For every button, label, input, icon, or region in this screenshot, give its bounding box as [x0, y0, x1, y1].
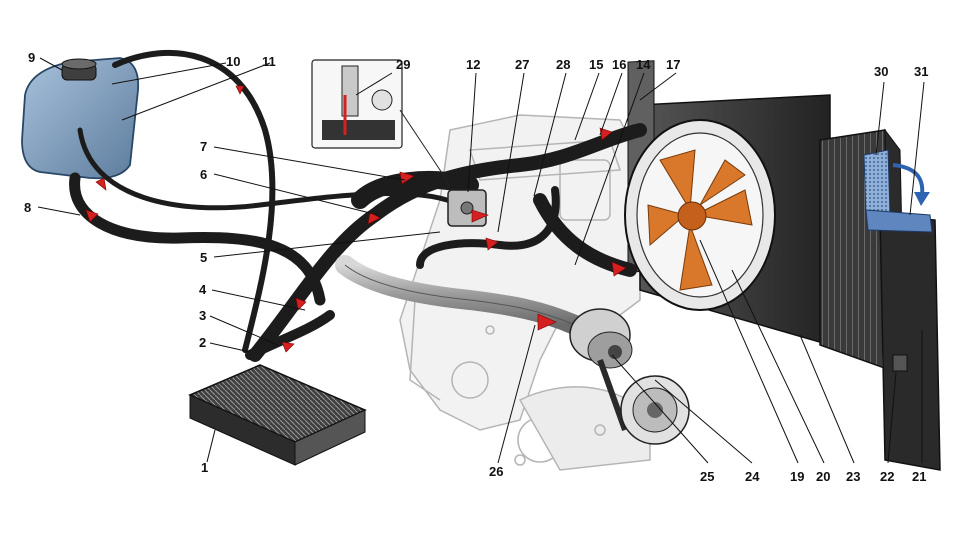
callout-6: 6: [200, 167, 207, 182]
callout-15: 15: [589, 57, 603, 72]
curved-blue-arrow-head-icon: [914, 192, 930, 206]
callout-7: 7: [200, 139, 207, 154]
callout-11: 11: [262, 54, 276, 69]
expansion-reservoir: [21, 57, 140, 180]
red-flow-arrow-icon: [471, 209, 489, 223]
heater-core: [188, 364, 367, 466]
callout-29: 29: [396, 57, 410, 72]
callout-2: 2: [199, 335, 206, 350]
red-flow-arrow-icon: [295, 297, 307, 311]
hoses: [69, 49, 647, 362]
callouts: 1 2 3 4 5 6 7 8 9 10 11 12 27 28 15 16 1…: [24, 50, 928, 484]
callout-20: 20: [816, 469, 830, 484]
callout-9: 9: [28, 50, 35, 65]
callout-17: 17: [666, 57, 680, 72]
curved-blue-arrow-icon: [892, 163, 925, 196]
radiator-side-tank: [879, 214, 941, 471]
red-flow-arrow-icon: [281, 341, 295, 353]
red-flow-arrow-icon: [95, 177, 107, 191]
callout-14: 14: [636, 57, 651, 72]
red-flow-arrow-icon: [367, 211, 381, 225]
drain-plug: [892, 354, 908, 372]
red-flow-arrow-icon: [611, 261, 627, 277]
callout-22: 22: [880, 469, 894, 484]
callout-21: 21: [912, 469, 926, 484]
red-flow-arrow-icon: [599, 127, 613, 141]
callout-12: 12: [466, 57, 480, 72]
thermostat-housing-hose: [351, 171, 479, 209]
fan-blades: [647, 149, 753, 291]
red-flow-arrow-icon: [485, 237, 499, 251]
flow-arrows: [85, 85, 627, 353]
callout-25: 25: [700, 469, 714, 484]
callout-27: 27: [515, 57, 529, 72]
inset-detail: [311, 59, 451, 186]
fan-hub: [677, 201, 707, 231]
red-flow-arrow-icon: [85, 209, 99, 223]
radiator-fin-detail: [863, 149, 933, 233]
hose-reservoir-vent: [112, 49, 276, 353]
water-pump: [569, 308, 633, 369]
callout-4: 4: [199, 282, 207, 297]
fan-assembly: [624, 119, 776, 311]
callout-31: 31: [914, 64, 928, 79]
callout-5: 5: [200, 250, 207, 265]
callout-1: 1: [201, 460, 208, 475]
callout-16: 16: [612, 57, 626, 72]
hose-heater-return: [245, 310, 335, 360]
red-flow-arrow-icon: [235, 85, 245, 95]
callout-8: 8: [24, 200, 31, 215]
red-flow-arrow-icon: [537, 313, 557, 331]
callout-26: 26: [489, 464, 503, 479]
leader-lines: [37, 57, 925, 464]
callout-30: 30: [874, 64, 888, 79]
thermostat: [447, 189, 487, 227]
callout-19: 19: [790, 469, 804, 484]
hose-reservoir-outlet: [69, 172, 326, 306]
callout-24: 24: [745, 469, 760, 484]
metal-pipe: [335, 255, 585, 335]
callout-10: 10: [226, 54, 240, 69]
callout-23: 23: [846, 469, 860, 484]
red-flow-arrow-icon: [399, 171, 415, 185]
callout-3: 3: [199, 308, 206, 323]
drive-belt: [597, 358, 690, 445]
callout-28: 28: [556, 57, 570, 72]
